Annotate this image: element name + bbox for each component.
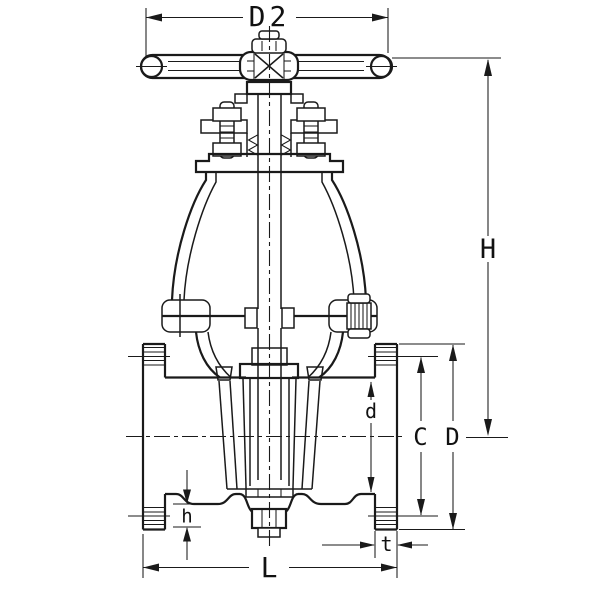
arrowhead (381, 563, 397, 572)
pipe-flange-right (373, 342, 399, 531)
bonnet-stud-bolt (346, 293, 372, 339)
bonnet-flange (161, 293, 378, 339)
arrowhead (372, 13, 388, 22)
bolt-hole-hatch-bottom (143, 506, 165, 526)
dimension-C: C (368, 355, 438, 517)
arrowhead (183, 489, 191, 504)
arrowhead (146, 13, 162, 22)
dimension-D2: D2 (145, 0, 389, 58)
dimension-label-D: D (445, 423, 459, 451)
dimension-L: L (142, 531, 398, 584)
dimension-label-H: H (480, 234, 496, 265)
arrowhead (397, 541, 412, 549)
dimension-H: H (392, 57, 501, 436)
gland-bolt-right (296, 101, 326, 159)
follower-lug-right (290, 93, 304, 104)
gland-bolt-left (212, 101, 242, 159)
gate-valve-body (128, 30, 399, 538)
centerlines (126, 26, 508, 546)
arrowhead (484, 59, 492, 76)
follower-lug-left (234, 93, 248, 104)
backseat-collar-right (281, 307, 295, 329)
arrowhead (360, 541, 375, 549)
body-underside-left (165, 492, 240, 506)
dimension-label-h: h (181, 506, 192, 528)
dimensions: D2 H C D (142, 0, 501, 584)
bonnet-bell (170, 172, 368, 301)
dimension-D: D (399, 343, 465, 531)
dimension-d: d (365, 381, 377, 493)
arrowhead (367, 477, 375, 493)
dimension-t: t (322, 531, 428, 558)
packing-left (247, 134, 259, 156)
dimension-label-d: d (365, 399, 377, 423)
bolt-hole-hatch-top (143, 346, 165, 366)
arrowhead (484, 419, 492, 436)
dimension-label-t: t (380, 532, 392, 556)
bolt-hole-hatch-bottom (375, 506, 397, 526)
packing-right (280, 134, 292, 156)
backseat-collar-left (244, 307, 258, 329)
dimension-label-L: L (261, 551, 278, 584)
seat-ring-right (306, 366, 324, 381)
arrowhead (183, 527, 191, 542)
arrowhead (449, 513, 457, 530)
dimension-label-C: C (413, 423, 427, 451)
arrowhead (449, 344, 457, 361)
handwheel (136, 30, 397, 82)
seat-ring-left (215, 366, 233, 381)
arrowhead (417, 499, 425, 516)
dimension-label-D2: D2 (249, 0, 291, 33)
body-underside-right (298, 492, 375, 506)
dimension-h: h (173, 470, 201, 560)
stud-thread-hatch (350, 303, 368, 329)
arrowhead (367, 381, 375, 397)
pipe-flange-left (128, 342, 170, 531)
bolt-hole-hatch-top (375, 346, 397, 366)
yoke-plate (194, 152, 345, 174)
handwheel-rim-inner-lines (168, 60, 364, 72)
arrowhead (417, 357, 425, 373)
arrowhead (143, 563, 159, 572)
